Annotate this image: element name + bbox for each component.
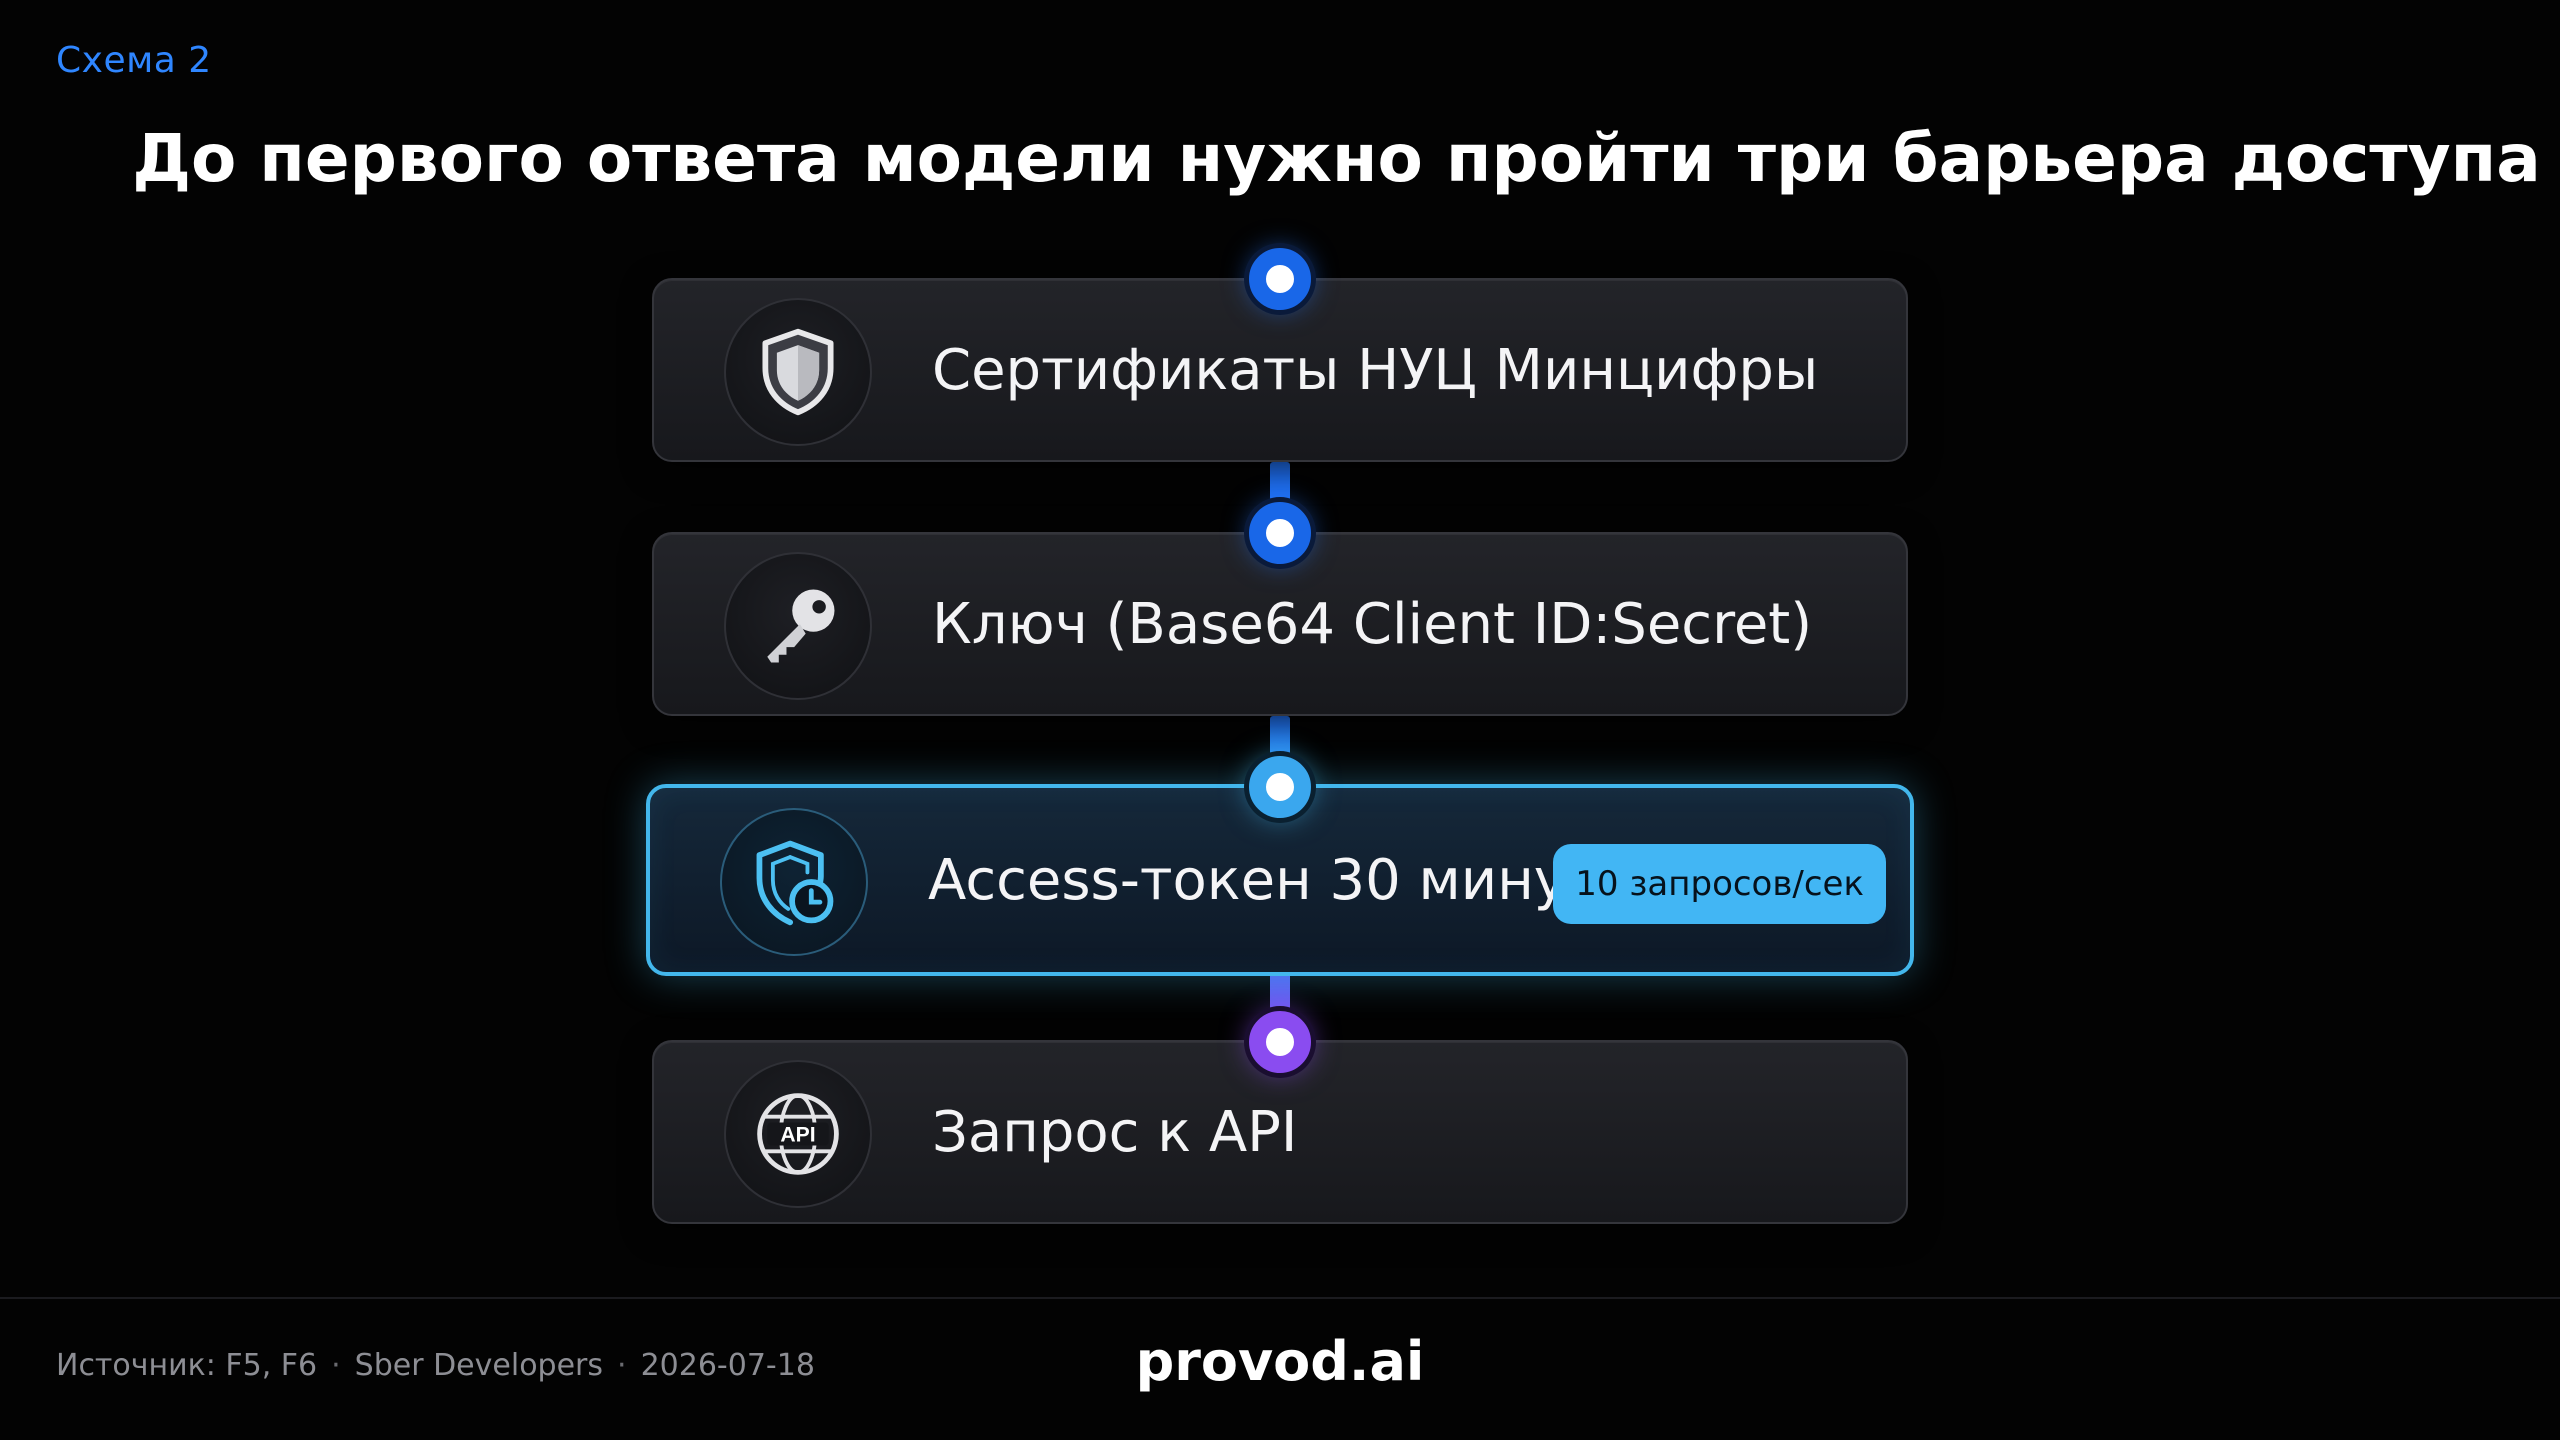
flow-node-4 xyxy=(1249,1011,1311,1073)
slide-title: До первого ответа модели нужно пройти тр… xyxy=(132,120,2541,197)
flow-node-3 xyxy=(1249,756,1311,818)
publisher-text: Sber Developers xyxy=(354,1348,604,1383)
flow-node-2 xyxy=(1249,502,1311,564)
footer-divider xyxy=(0,1297,2560,1299)
brand-logo: provod.ai xyxy=(1135,1330,1425,1393)
step-label: Запрос к API xyxy=(932,1099,1298,1165)
shield-clock-icon xyxy=(720,808,868,956)
footer-source: Источник: F5, F6 · Sber Developers · 2026-07… xyxy=(56,1348,815,1383)
step-card-key: Ключ (Base64 Client ID:Secret) xyxy=(652,532,1908,716)
date-text: 2026-07-18 xyxy=(640,1348,815,1383)
step-label: Сертификаты НУЦ Минцифры xyxy=(932,337,1819,403)
separator: · xyxy=(331,1348,341,1383)
source-text: Источник: F5, F6 xyxy=(56,1348,318,1383)
api-icon-text: API xyxy=(780,1124,815,1147)
separator: · xyxy=(617,1348,627,1383)
step-label: Access-токен 30 минут xyxy=(928,847,1600,913)
slide-eyebrow: Схема 2 xyxy=(56,40,212,81)
rate-limit-badge: 10 запросов/сек xyxy=(1553,844,1886,924)
step-card-certificates: Сертификаты НУЦ Минцифры xyxy=(652,278,1908,462)
key-icon xyxy=(724,552,872,700)
api-globe-icon: API xyxy=(724,1060,872,1208)
step-label: Ключ (Base64 Client ID:Secret) xyxy=(932,591,1813,657)
flow-node-1 xyxy=(1249,248,1311,310)
shield-icon xyxy=(724,298,872,446)
